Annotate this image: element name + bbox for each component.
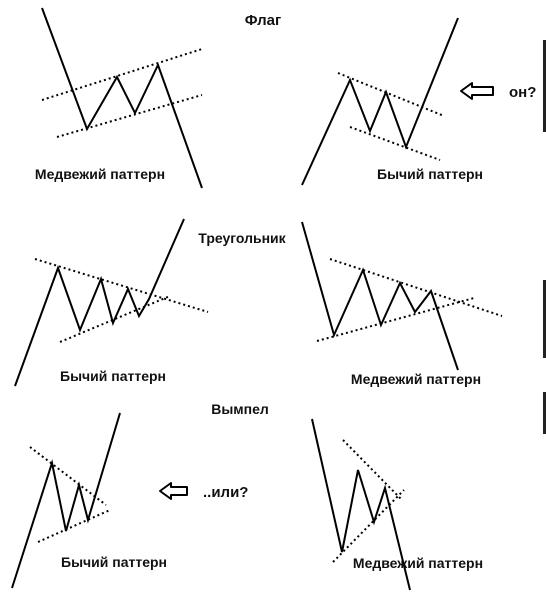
bear-triangle-label: Медвежий паттерн xyxy=(351,371,481,387)
left-arrow-icon xyxy=(460,82,494,100)
pennant-callout-text: ..или? xyxy=(203,484,248,501)
bull-flag-upper-channel xyxy=(337,72,445,117)
bear-triangle-upper-line xyxy=(329,258,503,317)
bull-triangle-label: Бычий паттерн xyxy=(60,368,166,384)
left-arrow-icon xyxy=(159,482,188,500)
bear-pennant-pattern xyxy=(311,418,411,591)
flag-callout-text: он? xyxy=(509,84,536,101)
bull-pennant-upper-line xyxy=(29,446,107,506)
right-edge-mark xyxy=(543,280,546,358)
bear-triangle-pattern xyxy=(301,221,503,371)
bear-flag-pattern xyxy=(41,7,203,189)
bear-pennant-upper-line xyxy=(342,439,403,501)
bear-pennant-lower-line xyxy=(332,489,405,563)
bull-triangle-price-line xyxy=(14,218,185,387)
bull-flag-price-line xyxy=(301,17,459,186)
bull-triangle-upper-line xyxy=(34,258,209,313)
pennant-callout: ..или? xyxy=(159,482,248,501)
flag-title: Флаг xyxy=(245,12,282,29)
bear-flag-price-line xyxy=(41,7,203,189)
bear-flag-lower-channel xyxy=(56,94,203,138)
bear-triangle-price-line xyxy=(301,221,459,371)
bull-flag-label: Бычий паттерн xyxy=(377,166,483,182)
bear-flag-label: Медвежий паттерн xyxy=(35,166,165,182)
pennant-title: Вымпел xyxy=(211,401,269,417)
right-edge-mark xyxy=(543,392,546,434)
right-edge-mark xyxy=(543,40,546,132)
bull-pennant-pattern xyxy=(11,412,121,589)
bull-triangle-pattern xyxy=(14,218,209,387)
bull-pennant-price-line xyxy=(11,412,121,589)
bull-flag-lower-channel xyxy=(349,126,441,161)
bear-triangle-lower-line xyxy=(316,297,475,342)
flag-callout: он? xyxy=(460,82,536,101)
bull-flag-pattern xyxy=(301,17,459,186)
bull-pennant-label: Бычий паттерн xyxy=(61,554,167,570)
bull-pennant-lower-line xyxy=(37,509,111,543)
triangle-title: Треугольник xyxy=(198,230,286,246)
bear-pennant-label: Медвежий паттерн xyxy=(353,555,483,571)
